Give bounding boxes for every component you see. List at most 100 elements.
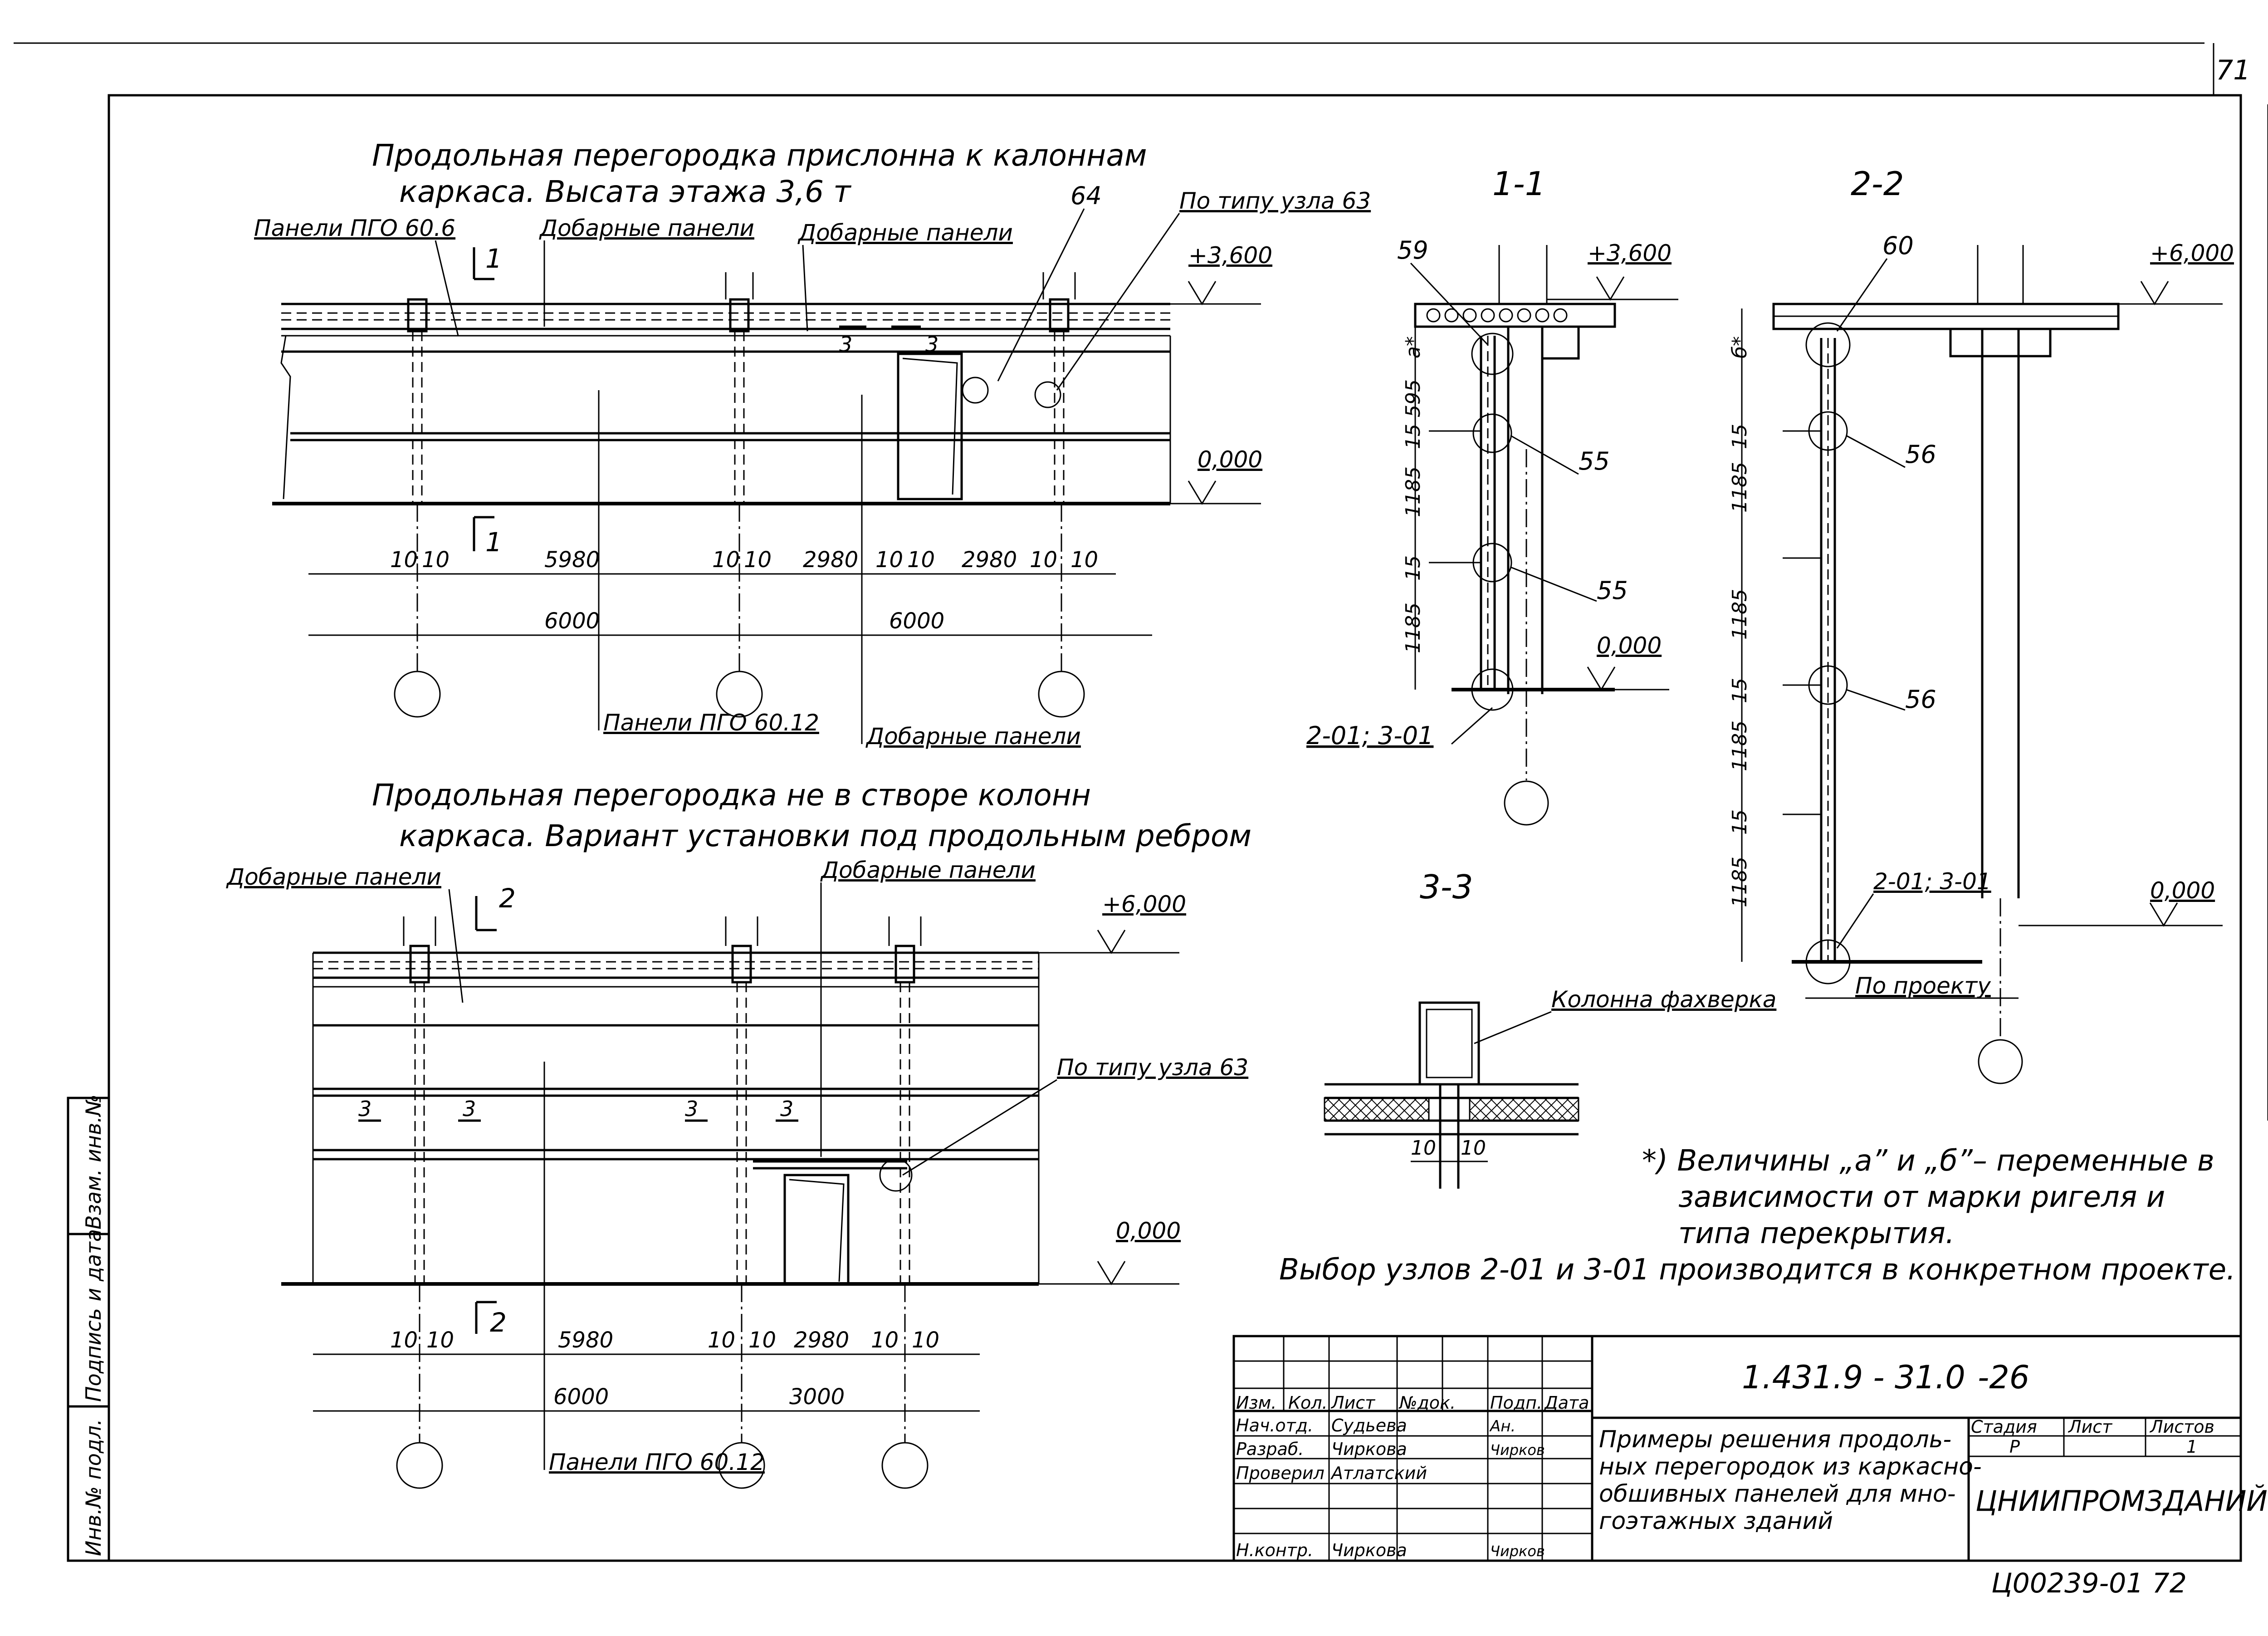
elevation-1-label-panels-top: Панели ПГО 60.6 [254,215,455,241]
elevation-1-dim-3: 5980 [544,547,600,573]
elevation-1-cut-mark-a: 3 [839,332,852,357]
stamp-title-line4: гоэтажных зданий [1599,1508,1833,1535]
side-stamp-cell-2: Подпись и дата [81,1229,106,1402]
stamp-header-data: Дата [1544,1393,1589,1413]
elevation-2-dim-2: 10 [426,1327,454,1353]
stamp-sheet-label: Лист [2068,1417,2113,1437]
section-2-2-node-mid2: 56 [1905,685,1936,714]
stamp-org: ЦНИИПРОМЗДАНИЙ [1975,1484,2268,1518]
note-1-line3: типа перекрытия. [1678,1217,1955,1250]
elevation-2-elev-top: +6,000 [1102,891,1186,917]
elevation-1-dim-6: 2980 [803,547,858,573]
section-2-2-elev-top: +6,000 [2150,240,2234,266]
elevation-1-title-line2: каркаса. Высата этажа 3,6 т [399,174,852,209]
stamp-row5-role: Н.контр. [1236,1540,1313,1560]
section-1-1-dim-15b: 15 [1402,555,1425,581]
section-2-2-dim-b: б* [1728,336,1751,358]
stamp-stage-value: Р [2009,1437,2020,1457]
section-2-2-dim-15a: 15 [1728,424,1751,449]
section-1-1-elev-top: +3,600 [1588,240,1672,266]
elevation-1-columns [407,272,1076,504]
stamp-doc-code: 1.431.9 - 31.0 [1742,1359,1965,1396]
stamp-sheet-code: -26 [1978,1359,2029,1396]
section-3-3-dim-2: 10 [1461,1136,1486,1160]
elevation-2-dim-3: 5980 [558,1327,613,1353]
section-2-2-node-top: 60 [1882,231,1914,260]
section-3-3-dim-1: 10 [1411,1136,1436,1160]
elevation-2-cut-mark-4: 3 [780,1097,793,1121]
elevation-1-cut-mark-b: 3 [925,332,938,357]
elevation-2-label-add-panels-right: Добарные панели [820,857,1036,883]
section-1-1-dim-595: 595 [1402,379,1425,417]
bottom-code: Ц00239-01 72 [1991,1567,2187,1599]
elevation-1-dim-total-2: 6000 [889,608,944,634]
elevation-1-section-mark-top: 1 [485,243,502,274]
elevation-2-dim-total-2: 3000 [789,1384,845,1410]
section-1-1-dim-a: a* [1402,336,1425,358]
stamp-header-list: Лист [1330,1393,1376,1413]
section-1-1-elev-zero: 0,000 [1597,632,1662,659]
section-2-2-dim-1185c: 1185 [1728,720,1751,771]
elevation-2-cut-mark-2: 3 [463,1097,476,1121]
section-1-1-title: 1-1 [1492,165,1546,203]
elevation-1-dim-1: 10 [390,547,418,573]
elevation-2-dim-6: 2980 [794,1327,849,1353]
section-1-1-node-mid1: 55 [1579,447,1610,475]
stamp-header-kol: Кол. [1288,1393,1328,1413]
stamp-row5-sign: Чирков [1490,1543,1545,1560]
elevation-1-label-add-panels-1: Добарные панели [539,215,754,241]
note-2: Выбор узлов 2-01 и 3-01 производится в к… [1279,1253,2235,1287]
elevation-1-dim-5: 10 [744,547,772,573]
elevation-2-section-mark-top: 2 [499,883,516,914]
elevation-1-label-node63: По типу узла 63 [1179,188,1371,214]
elevation-1-dim-9: 2980 [962,547,1017,573]
section-2-2-dim-1185a: 1185 [1728,462,1751,513]
stamp-row2-role: Разраб. [1236,1439,1304,1459]
elevation-2-label-node63: По типу узла 63 [1057,1054,1248,1081]
elevation-2-dim-4: 10 [708,1327,735,1353]
stamp-row5-name: Чиркова [1331,1540,1407,1560]
elevation-1-dim-8: 10 [907,547,935,573]
stamp-row1-sign: Ан. [1489,1417,1515,1435]
elevation-2-dim-5: 10 [748,1327,776,1353]
elevation-1-label-add-panels-bottom: Добарные панели [865,723,1081,749]
elevation-1-elev-zero: 0,000 [1198,446,1262,473]
stamp-row3-role: Проверил [1236,1463,1325,1483]
stamp-title-line3: обшивных панелей для мно- [1599,1480,1955,1508]
elevation-2-title-line2: каркаса. Вариант установки под продольны… [399,818,1251,853]
elevation-1-elev-top: +3,600 [1188,242,1272,269]
stamp-header-izm: Изм. [1236,1393,1276,1413]
elevation-1-section-mark-bottom: 1 [485,527,502,558]
stamp-stage-label: Стадия [1971,1417,2037,1437]
stamp-sheets-label: Листов [2149,1417,2214,1437]
elevation-2-section-mark-bottom: 2 [490,1307,507,1338]
elevation-2: Продольная перегородка не в створе колон… [226,778,1251,1489]
section-2-2-node-bottom: 2-01; 3-01 [1873,868,1991,895]
elevation-2-dim-8: 10 [912,1327,939,1353]
stamp-header-podp: Подп. [1490,1393,1542,1413]
section-2-2-dim-15c: 15 [1728,809,1751,835]
elevation-2-cut-mark-3: 3 [685,1097,698,1121]
stamp-row1-role: Нач.отд. [1236,1416,1313,1435]
section-1-1-node-mid2: 55 [1597,576,1628,605]
stamp-sheets-value: 1 [2186,1437,2197,1457]
stamp-title-line2: ных перегородок из каркасно- [1599,1453,1982,1480]
elevation-1-label-panels-bottom: Панели ПГО 60.12 [603,710,819,736]
elevation-1-dim-2: 10 [422,547,450,573]
stamp-header-ndok: №док. [1398,1393,1456,1413]
stamp-row1-name: Судьева [1331,1416,1407,1435]
section-1-1-dim-15a: 15 [1402,424,1425,449]
elevation-2-cut-mark-1: 3 [358,1097,371,1121]
elevation-1-dim-4: 10 [712,547,740,573]
title-block: Изм. Кол. Лист №док. Подп. Дата Нач.отд.… [1232,1335,2268,1599]
notes: *) Величины „a” и „б”– переменные в зави… [1279,1144,2235,1287]
elevation-1-title-line1: Продольная перегородка прислонна к калон… [372,138,1147,173]
note-1-line2: зависимости от марки ригеля и [1678,1180,2165,1214]
side-stamp-cell-1: Инв.№ подл. [81,1419,106,1556]
section-2-2-title: 2-2 [1851,165,1904,203]
section-3-3: 3-3 Колонна фахверка 10 10 [1324,868,1776,1189]
section-1-1: 1-1 a* 595 15 1185 15 [1306,165,1678,826]
side-stamp-cell-3: Взам. инв.№ [81,1094,106,1229]
elevation-2-title-line1: Продольная перегородка не в створе колон… [372,778,1091,813]
stamp-row2-name: Чиркова [1331,1439,1407,1459]
